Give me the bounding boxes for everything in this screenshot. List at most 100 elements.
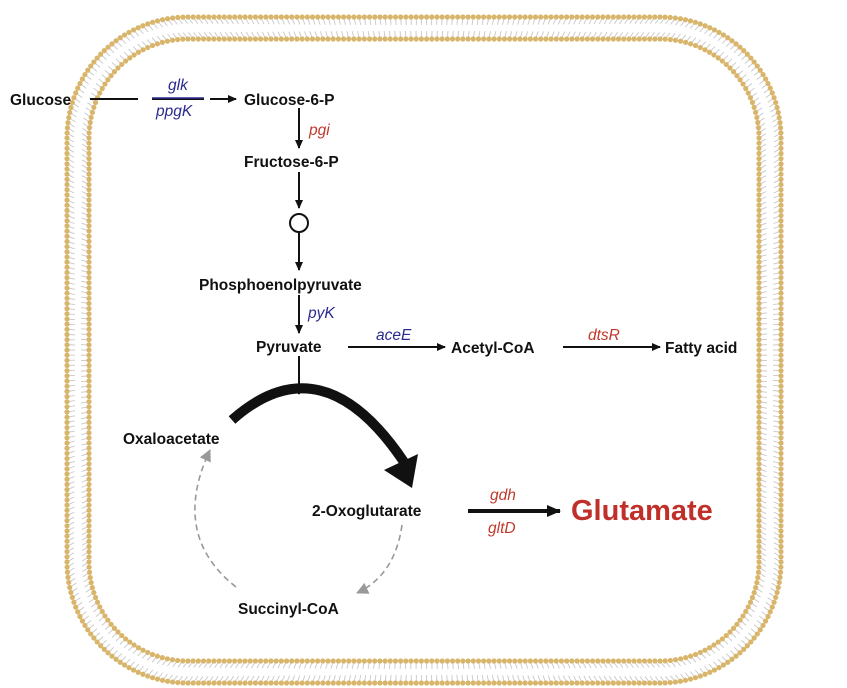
membrane-lipid-tail bbox=[81, 547, 88, 551]
membrane-lipid-tail bbox=[655, 18, 660, 24]
membrane-lipid-head bbox=[71, 599, 77, 605]
membrane-lipid-head bbox=[64, 269, 70, 276]
membrane-lipid-tail bbox=[142, 41, 147, 47]
membrane-lipid-tail bbox=[773, 257, 779, 260]
membrane-lipid-head bbox=[677, 16, 684, 22]
membrane-lipid-tail bbox=[224, 662, 229, 669]
membrane-lipid-tail bbox=[69, 567, 75, 572]
membrane-lipid-tail bbox=[542, 18, 546, 25]
membrane-lipid-head bbox=[778, 414, 784, 420]
membrane-lipid-head bbox=[486, 36, 492, 42]
membrane-lipid-tail bbox=[572, 31, 576, 38]
membrane-lipid-head bbox=[346, 14, 352, 20]
membrane-lipid-tail bbox=[134, 663, 140, 669]
membrane-lipid-tail bbox=[738, 70, 744, 75]
membrane-lipid-tail bbox=[219, 675, 224, 682]
membrane-lipid-head bbox=[135, 669, 141, 675]
membrane-lipid-tail bbox=[81, 149, 88, 153]
membrane-lipid-tail bbox=[723, 55, 729, 60]
membrane-lipid-head bbox=[86, 492, 92, 498]
membrane-lipid-head bbox=[778, 538, 784, 544]
membrane-lipid-head bbox=[64, 280, 70, 286]
membrane-lipid-tail bbox=[483, 663, 486, 669]
membrane-lipid-tail bbox=[83, 80, 89, 85]
membrane-lipid-head bbox=[737, 650, 743, 656]
membrane-lipid-tail bbox=[173, 675, 178, 681]
membrane-lipid-tail bbox=[751, 92, 758, 97]
membrane-lipid-tail bbox=[81, 212, 88, 216]
membrane-lipid-tail bbox=[517, 675, 520, 682]
membrane-lipid-head bbox=[86, 352, 92, 358]
membrane-lipid-tail bbox=[452, 30, 454, 37]
membrane-lipid-head bbox=[702, 647, 708, 653]
membrane-lipid-tail bbox=[69, 410, 75, 413]
membrane-lipid-tail bbox=[73, 592, 80, 597]
membrane-lipid-tail bbox=[68, 159, 75, 163]
membrane-lipid-tail bbox=[761, 411, 767, 414]
membrane-lipid-tail bbox=[214, 32, 219, 38]
membrane-lipid-tail bbox=[357, 663, 360, 669]
membrane-lipid-head bbox=[745, 604, 751, 610]
membrane-lipid-head bbox=[756, 306, 762, 312]
membrane-lipid-tail bbox=[81, 170, 88, 174]
membrane-lipid-head bbox=[667, 14, 673, 21]
membrane-lipid-tail bbox=[325, 662, 328, 669]
membrane-lipid-head bbox=[778, 362, 784, 369]
membrane-lipid-head bbox=[778, 259, 784, 265]
membrane-lipid-head bbox=[455, 680, 461, 686]
membrane-lipid-head bbox=[86, 254, 92, 260]
membrane-lipid-head bbox=[756, 181, 762, 188]
membrane-lipid-head bbox=[751, 589, 757, 596]
membrane-lipid-head bbox=[109, 653, 115, 659]
membrane-lipid-head bbox=[486, 680, 492, 686]
membrane-lipid-head bbox=[211, 680, 217, 686]
membrane-lipid-tail bbox=[760, 500, 767, 504]
membrane-lipid-head bbox=[569, 36, 575, 42]
membrane-lipid-head bbox=[258, 36, 264, 42]
membrane-lipid-tail bbox=[328, 18, 331, 25]
membrane-lipid-head bbox=[382, 680, 388, 686]
membrane-lipid-head bbox=[86, 476, 92, 482]
membrane-lipid-head bbox=[553, 14, 559, 20]
membrane-lipid-head bbox=[455, 14, 461, 20]
membrane-lipid-head bbox=[366, 658, 373, 664]
membrane-lipid-head bbox=[719, 636, 725, 642]
membrane-lipid-head bbox=[86, 440, 92, 446]
membrane-lipid-head bbox=[778, 238, 784, 245]
membrane-lipid-tail bbox=[153, 23, 158, 29]
membrane-lipid-head bbox=[86, 145, 92, 151]
membrane-lipid-tail bbox=[675, 20, 680, 26]
membrane-lipid-head bbox=[91, 59, 97, 65]
membrane-lipid-tail bbox=[770, 108, 776, 113]
membrane-lipid-tail bbox=[84, 112, 90, 117]
membrane-lipid-head bbox=[330, 680, 336, 686]
membrane-lipid-tail bbox=[81, 516, 88, 520]
membrane-lipid-head bbox=[753, 585, 759, 591]
membrane-lipid-head bbox=[756, 212, 762, 219]
membrane-lipid-head bbox=[86, 321, 92, 327]
membrane-lipid-head bbox=[200, 680, 207, 686]
membrane-lipid-head bbox=[105, 650, 111, 656]
membrane-lipid-head bbox=[517, 658, 523, 664]
metabolite-pyruvate: Pyruvate bbox=[256, 339, 322, 356]
membrane-lipid-head bbox=[687, 653, 694, 659]
membrane-lipid-tail bbox=[69, 308, 75, 311]
membrane-lipid-head bbox=[657, 680, 663, 686]
membrane-lipid-head bbox=[626, 680, 632, 686]
membrane-lipid-head bbox=[564, 36, 570, 42]
membrane-lipid-head bbox=[517, 680, 523, 686]
membrane-lipid-head bbox=[335, 680, 342, 686]
membrane-lipid-head bbox=[755, 119, 761, 126]
membrane-lipid-head bbox=[346, 680, 352, 686]
membrane-lipid-head bbox=[697, 44, 703, 51]
membrane-lipid-head bbox=[86, 424, 92, 431]
membrane-lipid-tail bbox=[681, 660, 687, 666]
membrane-lipid-head bbox=[600, 658, 606, 664]
membrane-lipid-tail bbox=[69, 435, 75, 438]
membrane-lipid-head bbox=[392, 680, 399, 686]
membrane-lipid-head bbox=[64, 497, 70, 503]
membrane-lipid-tail bbox=[760, 557, 767, 562]
membrane-lipid-tail bbox=[567, 31, 571, 38]
membrane-lipid-head bbox=[778, 140, 784, 146]
membrane-lipid-tail bbox=[773, 138, 780, 143]
